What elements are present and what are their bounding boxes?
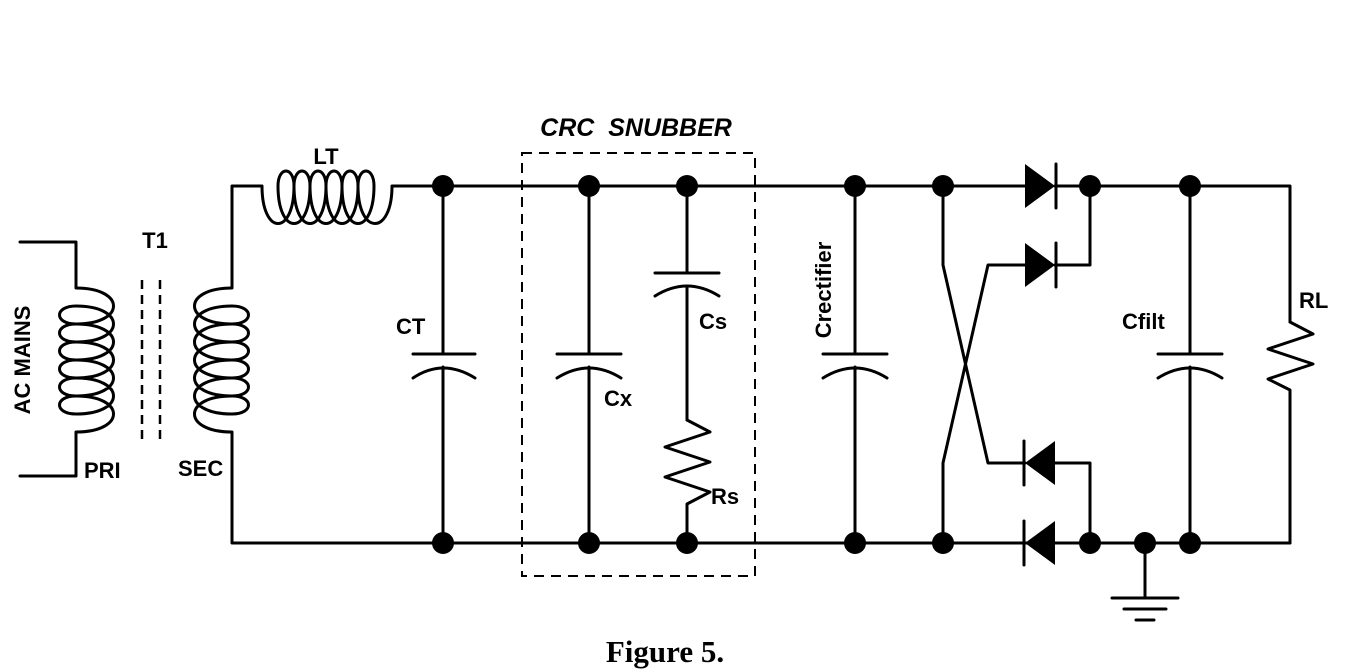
label-cx: Cx — [604, 386, 633, 411]
label-t1: T1 — [142, 228, 168, 253]
capacitor-cx — [555, 184, 623, 545]
label-pri: PRI — [84, 458, 121, 483]
capacitor-ct — [411, 184, 477, 545]
inductor-lt — [260, 169, 394, 225]
label-lt: LT — [313, 144, 339, 169]
capacitor-cfilt — [1156, 184, 1224, 545]
transformer-core — [140, 280, 162, 445]
ground-symbol — [1110, 541, 1180, 622]
label-cfilt: Cfilt — [1122, 309, 1165, 334]
figure-caption: Figure 5. — [606, 634, 724, 669]
diode-lower — [1022, 439, 1055, 487]
label-rs: Rs — [711, 484, 739, 509]
label-ac-mains: AC MAINS — [10, 306, 35, 415]
label-crectifier: Crectifier — [811, 241, 836, 338]
ac-mains-leads — [18, 240, 78, 478]
diode-upper — [1025, 241, 1058, 289]
resistor-rs — [663, 418, 712, 545]
capacitor-cs — [653, 184, 721, 422]
capacitor-crectifier — [821, 184, 889, 545]
junction-dots — [432, 175, 1201, 554]
snubber-box — [521, 152, 756, 577]
label-sec: SEC — [178, 456, 223, 481]
resistor-rl — [1266, 320, 1315, 400]
diode-bottom — [1022, 519, 1055, 567]
bridge-wiring — [941, 184, 1092, 545]
label-cs: Cs — [699, 309, 727, 334]
secondary-winding — [193, 286, 250, 434]
main-rails — [230, 184, 1292, 545]
label-snubber-title: CRC SNUBBER — [540, 114, 732, 142]
primary-winding — [58, 286, 115, 434]
diode-top — [1025, 162, 1058, 210]
label-rl: RL — [1299, 288, 1328, 313]
label-ct: CT — [396, 314, 426, 339]
